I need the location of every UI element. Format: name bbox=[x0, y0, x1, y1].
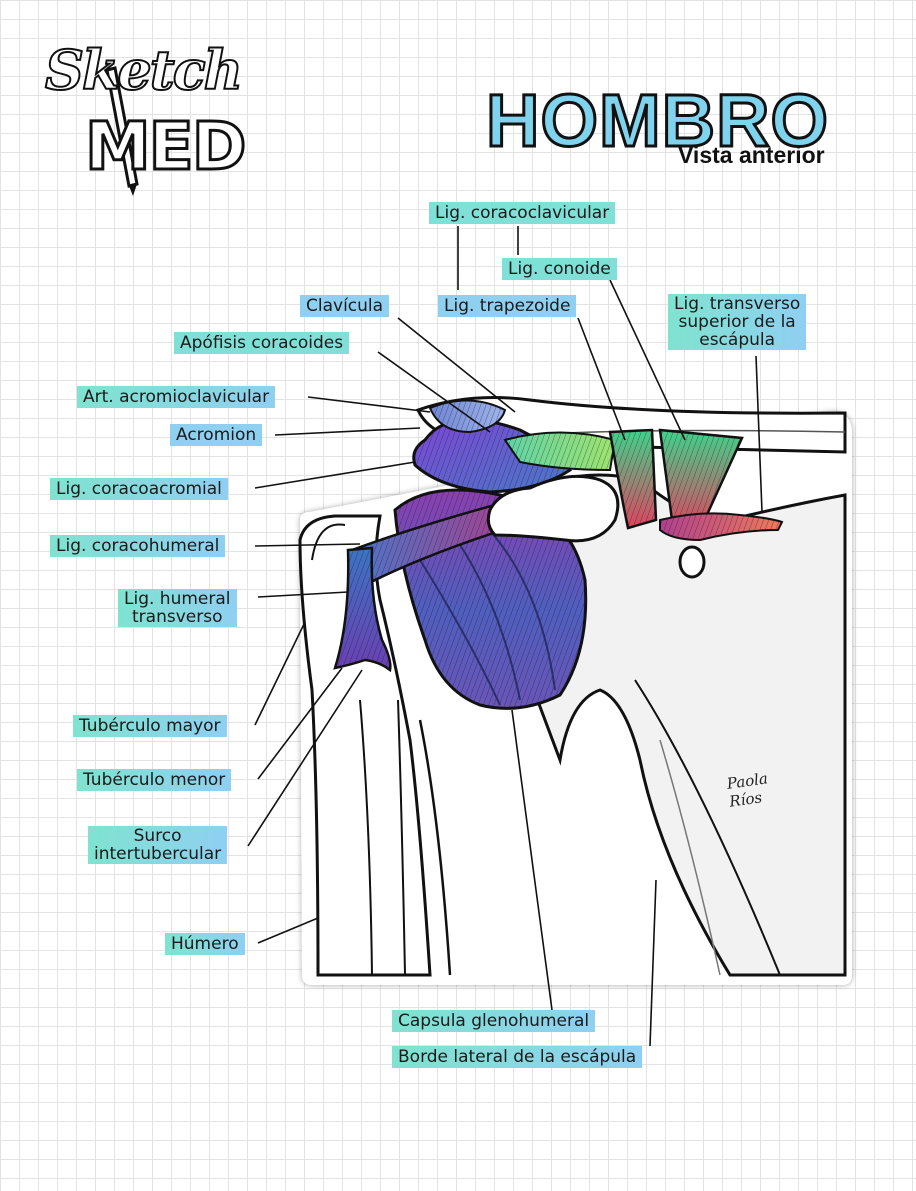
coracohumeral-hatching bbox=[352, 498, 528, 585]
capsule-fiber-1 bbox=[449, 529, 521, 701]
scapula-inner-contour bbox=[659, 739, 721, 976]
leader-lines bbox=[247, 226, 763, 1047]
suprascapular-notch bbox=[678, 545, 706, 579]
logo-word-sketch: Sketch bbox=[44, 37, 244, 103]
leader-surco-intertubercular bbox=[247, 669, 363, 847]
label-lig-humeral-transverso-line-1: Lig. humeral bbox=[124, 589, 231, 609]
label-lig-transverso-superior-line-2: superior de la bbox=[678, 312, 796, 332]
humerus-shaft-line-3 bbox=[418, 719, 452, 976]
label-humero: Húmero bbox=[165, 933, 245, 955]
page-title: HOMBRO bbox=[484, 79, 830, 162]
label-lig-transverso-superior: Lig. transverso superior de la escápula bbox=[668, 294, 807, 350]
label-lig-coracoacromial: Lig. coracoacromial bbox=[50, 478, 228, 500]
humerus-shaft-line-2 bbox=[397, 699, 406, 976]
label-lig-transverso-superior-line-3: escápula bbox=[699, 330, 776, 350]
leader-art-acromioclavicular bbox=[307, 396, 431, 413]
coracoid-process bbox=[486, 474, 620, 543]
capsule-fiber-3 bbox=[419, 559, 501, 706]
label-borde-lateral-escapula: Borde lateral de la escápula bbox=[392, 1046, 643, 1068]
label-surco-intertubercular-line-2: intertubercular bbox=[94, 844, 222, 864]
leader-apofisis-coracoides bbox=[377, 351, 491, 433]
trapezoid-hatching bbox=[610, 430, 656, 528]
leader-trapezoide bbox=[577, 317, 626, 441]
superior-transverse-hatching bbox=[660, 513, 782, 540]
label-surco-intertubercular: Surco intertubercular bbox=[88, 826, 228, 864]
leader-transverso-superior bbox=[755, 355, 763, 513]
leader-acromion bbox=[274, 427, 421, 436]
leader-conoide bbox=[609, 279, 686, 441]
label-apofisis-coracoides: Apófisis coracoides bbox=[174, 332, 350, 354]
label-lig-transverso-superior-line-1: Lig. transverso bbox=[674, 294, 801, 314]
label-art-acromioclavicular: Art. acromioclavicular bbox=[77, 386, 276, 408]
sketchmed-logo: Sketch MED bbox=[44, 37, 275, 196]
page-subtitle: Vista anterior bbox=[678, 142, 825, 168]
scapula-lateral-border bbox=[634, 679, 781, 976]
label-tuberculo-mayor: Tubérculo mayor bbox=[73, 715, 227, 737]
artist-signature: Paola Ríos bbox=[726, 769, 772, 810]
leader-humero bbox=[257, 917, 319, 944]
transverse-humeral-hatching bbox=[335, 548, 391, 670]
label-acromion: Acromion bbox=[170, 424, 263, 446]
leader-tuberculo-menor bbox=[257, 667, 343, 780]
leader-capsula-glenohumeral bbox=[511, 709, 553, 1011]
leader-clavicula bbox=[397, 317, 516, 413]
label-lig-coracohumeral: Lig. coracohumeral bbox=[50, 535, 226, 557]
label-surco-intertubercular-line-1: Surco bbox=[133, 826, 182, 846]
label-lig-coracoclavicular: Lig. coracoclavicular bbox=[429, 202, 616, 224]
label-lig-conoide: Lig. conoide bbox=[502, 258, 617, 280]
leader-coracoacromial bbox=[254, 461, 416, 489]
leader-tuberculo-mayor bbox=[254, 621, 306, 726]
label-lig-humeral-transverso: Lig. humeral transverso bbox=[118, 589, 237, 627]
leader-borde-lateral bbox=[649, 879, 657, 1047]
label-clavicula: Clavícula bbox=[300, 295, 390, 317]
leader-coracohumeral bbox=[254, 543, 361, 547]
label-lig-humeral-transverso-line-2: transverso bbox=[132, 607, 223, 627]
humerus-shaft-line-1 bbox=[359, 699, 373, 976]
pen-icon bbox=[105, 66, 139, 196]
conoid-hatching bbox=[660, 430, 742, 530]
leader-humeral-transverso bbox=[257, 591, 349, 598]
label-lig-trapezoide: Lig. trapezoide bbox=[438, 295, 577, 317]
label-capsula-glenohumeral: Capsula glenohumeral bbox=[392, 1010, 596, 1032]
logo-word-med: MED bbox=[84, 107, 249, 187]
label-tuberculo-menor: Tubérculo menor bbox=[77, 769, 232, 791]
coracoclavicular-hatching bbox=[505, 432, 615, 470]
greater-tubercle-contour bbox=[311, 523, 346, 561]
